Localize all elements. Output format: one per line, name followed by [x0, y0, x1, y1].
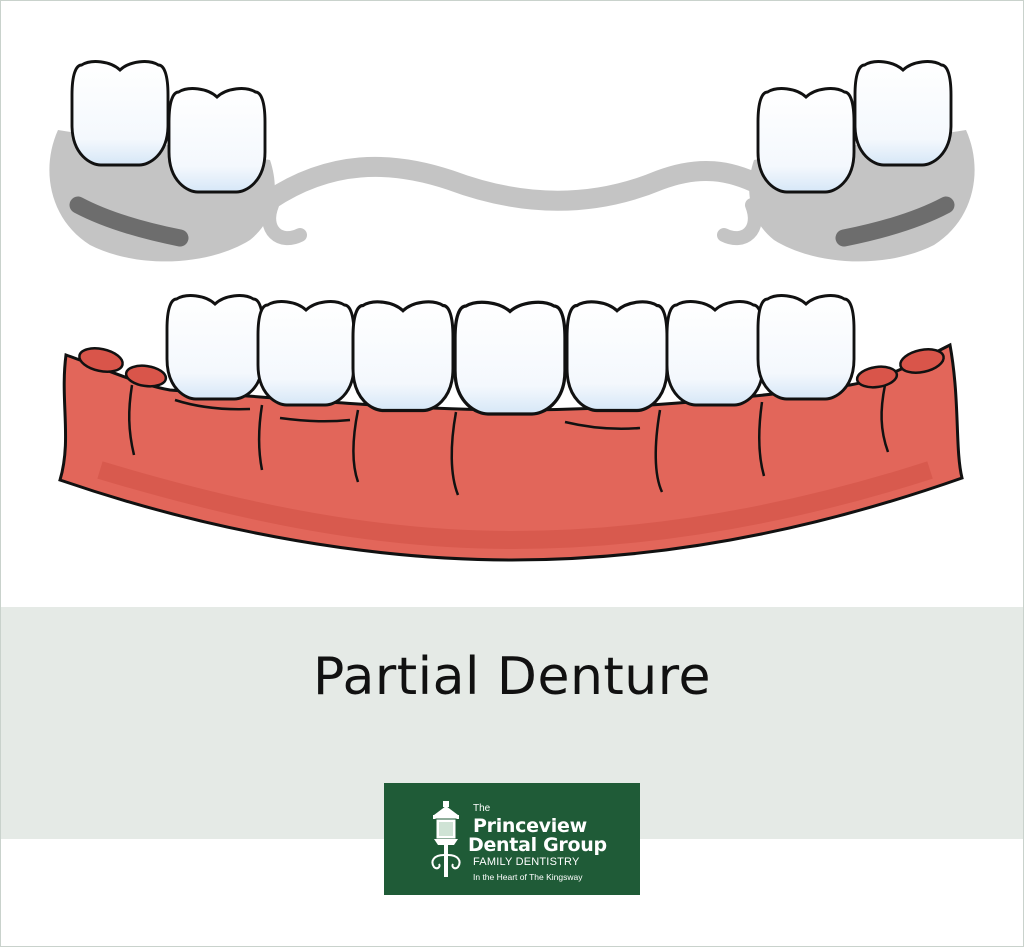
- lower-tooth: [351, 300, 455, 413]
- logo-tagline: FAMILY DENTISTRY: [473, 856, 580, 868]
- logo-name-line-2: Dental Group: [468, 834, 607, 856]
- upper-tooth: [853, 60, 953, 167]
- gum-papilla: [78, 347, 124, 373]
- lower-tooth: [165, 294, 265, 401]
- upper-tooth: [756, 87, 856, 194]
- gum-papilla: [124, 364, 168, 388]
- upper-tooth: [70, 60, 170, 167]
- lower-tooth: [665, 300, 765, 407]
- caption-title: Partial Denture: [312, 647, 711, 707]
- lower-tooth: [256, 300, 356, 407]
- logo-the: The: [473, 803, 491, 814]
- metal-connector-bar: [260, 156, 770, 211]
- metal-base-left-recess: [69, 196, 189, 247]
- gum-papilla: [899, 348, 945, 374]
- lower-tooth: [565, 300, 669, 413]
- logo-subtagline: In the Heart of The Kingsway: [473, 872, 583, 882]
- upper-tooth: [167, 87, 267, 194]
- lower-tooth: [756, 294, 856, 401]
- lower-tooth: [453, 300, 567, 416]
- princeview-dental-logo: The Princeview Dental Group FAMILY DENTI…: [384, 783, 640, 895]
- lower-arch: [58, 294, 964, 562]
- logo-name-line-1: Princeview: [473, 815, 587, 837]
- metal-base-right-recess: [835, 196, 955, 247]
- upper-partial-denture: [49, 60, 975, 262]
- partial-denture-illustration: [49, 60, 975, 562]
- lamp-post-icon: [431, 801, 461, 877]
- metal-clasp-left: [262, 198, 307, 246]
- metal-clasp-right: [717, 198, 762, 246]
- gum-papilla: [855, 365, 899, 389]
